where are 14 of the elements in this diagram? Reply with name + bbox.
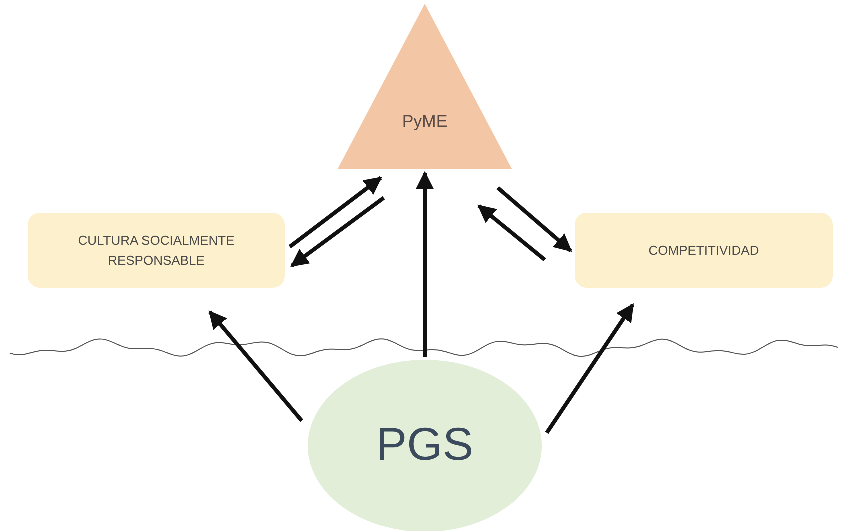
arrow [208, 310, 304, 422]
node-label: PGS [376, 416, 474, 472]
rounded-box [28, 213, 285, 288]
node-label: COMPETITIVIDAD [648, 242, 760, 260]
arrow [416, 171, 434, 357]
rounded-box [575, 213, 833, 288]
arrow [478, 204, 546, 262]
arrow [545, 304, 635, 434]
arrow [288, 176, 382, 249]
triangle-node [338, 4, 512, 169]
node-label: PyME [402, 110, 448, 133]
node-label: CULTURA SOCIALMENTE RESPONSABLE [77, 232, 236, 270]
arrow [496, 186, 572, 253]
arrow [290, 196, 386, 268]
